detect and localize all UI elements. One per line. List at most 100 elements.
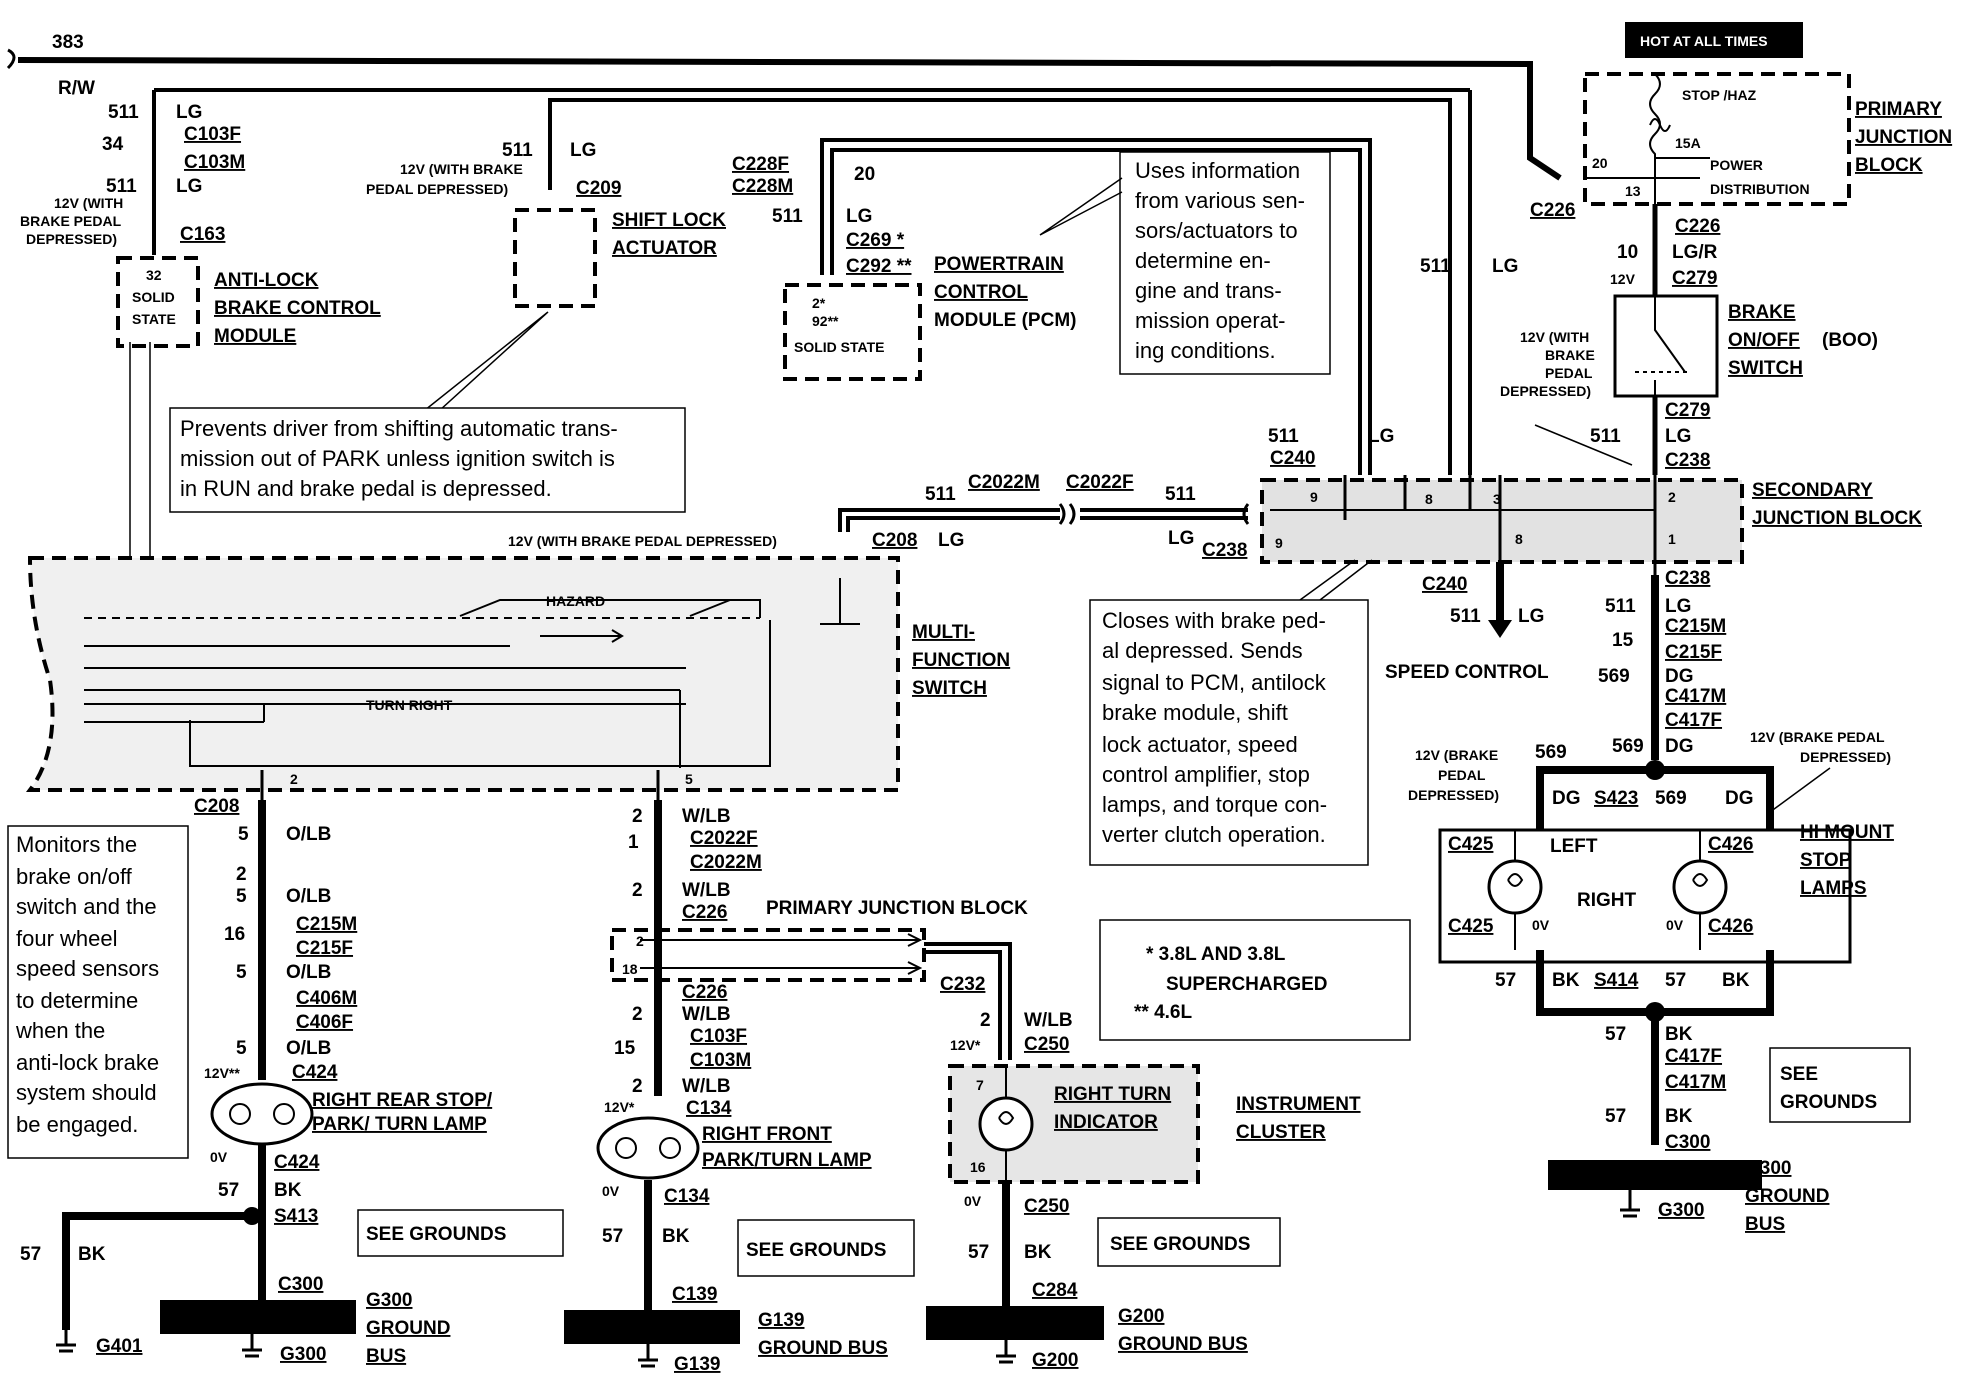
label-pcm-c228m: C228M — [732, 176, 793, 197]
label-primary_junction-distribution: DISTRIBUTION — [1710, 181, 1810, 197]
legend: * 3.8L AND 3.8L SUPERCHARGED ** 4.6L — [1099, 919, 1411, 1041]
label-boo_note-4: lock actuator, speed — [1102, 732, 1298, 757]
label-right_chain-c417m: C417M — [1665, 686, 1726, 707]
label-abs_note-0: Monitors the — [16, 832, 137, 857]
label-pcm_note-5: mission operat- — [1135, 308, 1285, 333]
label-abs-note-0: 12V (WITH — [54, 195, 123, 211]
label-abs_note-9: be engaged. — [16, 1112, 138, 1137]
label-rear_chain-c208: C208 — [194, 796, 239, 817]
label-hmsl-w57a: 57 — [1495, 970, 1516, 991]
label-hmsl-title-2: LAMPS — [1800, 878, 1867, 899]
label-primary_junction-pin13: 13 — [1625, 183, 1641, 199]
label-cluster-g200t-1: GROUND BUS — [1118, 1334, 1248, 1355]
label-mfs-hazard: HAZARD — [546, 593, 605, 609]
instrument-cluster: C232 2 W/LB 12V* C250 7 16 RIGHT TURN IN… — [924, 942, 1361, 1371]
label-rear_chain-w16: 16 — [224, 924, 245, 945]
label-hmsl-w57c: 57 — [1605, 1024, 1626, 1045]
label-conn_row-c2022f: C2022F — [1066, 472, 1134, 493]
label-rear_chain-c300: C300 — [278, 1274, 323, 1295]
label-rear_chain-c424a: C424 — [292, 1062, 338, 1083]
label-speed-lg: LG — [1518, 606, 1544, 627]
front-lamp-chain: 2 W/LB C2022F 1 C2022M 2 W/LB C226 PRIMA… — [564, 800, 1028, 1375]
label-front_chain-w2a: 2 — [632, 806, 643, 827]
label-boo-note-2: PEDAL — [1545, 365, 1593, 381]
label-primary_junction-wire10: 10 — [1617, 242, 1638, 263]
label-conn_row-lg: LG — [938, 530, 964, 551]
label-rear_chain-w5b: 5 — [236, 886, 247, 907]
label-boo_note-5: control amplifier, stop — [1102, 762, 1310, 787]
label-conn_row-w511a: 511 — [925, 484, 956, 505]
label-hmsl-c426b: C426 — [1708, 916, 1753, 937]
label-rear_chain-c406f: C406F — [296, 1012, 353, 1033]
rear-lamp-chain: C208 5 O/LB 2 5 O/LB 16 C215M C215F 5 O/… — [20, 796, 564, 1367]
hmsl-lamps: 12V (BRAKE PEDAL DEPRESSED) 12V (BRAKE P… — [1408, 729, 1911, 1235]
label-rear_chain-c215m: C215M — [296, 914, 357, 935]
label-abs-solid: SOLID — [132, 289, 175, 305]
label-front_chain-w57: 57 — [602, 1226, 623, 1247]
label-abs-title-2: MODULE — [214, 326, 296, 347]
label-secondary-pins-5: 8 — [1515, 531, 1523, 547]
label-secondary-pins-6: 1 — [1668, 531, 1676, 547]
label-hmsl-left_note-2: DEPRESSED) — [1408, 787, 1499, 803]
label-abs-c103f: C103F — [184, 124, 241, 145]
label-pcm_note-3: determine en- — [1135, 248, 1271, 273]
label-secondary-w511a: 511 — [1268, 426, 1299, 447]
label-rear_chain-g401: G401 — [96, 1336, 143, 1357]
label-abs-w34: 34 — [102, 134, 124, 155]
label-hmsl-ov1: 0V — [1532, 917, 1550, 933]
label-top-hot_at_all_times: HOT AT ALL TIMES — [1640, 33, 1768, 49]
c2022-row: 511 C2022M C2022F 511 LG C238 12V (WITH … — [508, 472, 1250, 577]
label-secondary-title-1: JUNCTION BLOCK — [1752, 508, 1922, 529]
label-boo_note-2: signal to PCM, antilock — [1102, 670, 1327, 695]
label-cluster-c250b: C250 — [1024, 1196, 1069, 1217]
label-primary_junction-c226b: C226 — [1675, 216, 1720, 237]
label-cluster-w57: 57 — [968, 1242, 989, 1263]
label-conn_row-c2022m: C2022M — [968, 472, 1040, 493]
label-primary_junction-title-1: JUNCTION — [1855, 127, 1952, 148]
label-rear_chain-olb2: O/LB — [286, 886, 331, 907]
label-front_chain-c103m: C103M — [690, 1050, 751, 1071]
label-primary_junction-v12: 12V — [1610, 271, 1636, 287]
label-boo-title-3: SWITCH — [1728, 358, 1803, 379]
label-shift_lock-note-0: 12V (WITH BRAKE — [400, 161, 523, 177]
label-rear_chain-olb3: O/LB — [286, 962, 331, 983]
label-primary_junction-lgr: LG/R — [1672, 242, 1718, 263]
label-cluster-c250: C250 — [1024, 1034, 1069, 1055]
label-shift_lock-title-0: SHIFT LOCK — [612, 210, 726, 231]
label-hmsl-g300t-0: G300 — [1745, 1158, 1791, 1179]
label-hmsl-s414: S414 — [1594, 970, 1639, 991]
label-hmsl-see-1: GROUNDS — [1780, 1092, 1877, 1113]
label-primary_junction-c279a: C279 — [1672, 268, 1717, 289]
label-abs-lgb: LG — [176, 176, 202, 197]
label-hmsl-right_note-0: 12V (BRAKE PEDAL — [1750, 729, 1885, 745]
label-abs-title-0: ANTI-LOCK — [214, 270, 319, 291]
label-front_chain-pin18: 18 — [622, 961, 638, 977]
label-front_chain-wlb: W/LB — [682, 806, 731, 827]
abs-note: Monitors the brake on/off switch and the… — [7, 342, 189, 1159]
speed-control: C240 511 LG SPEED CONTROL — [1385, 562, 1549, 683]
label-boo-note-1: BRAKE — [1545, 347, 1595, 363]
label-abs-c103m: C103M — [184, 152, 245, 173]
label-secondary-lgc: LG — [1168, 528, 1194, 549]
label-front_chain-c139: C139 — [672, 1284, 717, 1305]
label-abs-pin: 32 — [146, 267, 162, 283]
label-pcm-c228f: C228F — [732, 154, 789, 175]
label-front_chain-c226: C226 — [682, 902, 727, 923]
label-hmsl-bkd: BK — [1665, 1106, 1693, 1127]
label-cluster-g200t-0: G200 — [1118, 1306, 1164, 1327]
label-pcm_note-1: from various sen- — [1135, 188, 1305, 213]
label-rear_chain-c406m: C406M — [296, 988, 357, 1009]
label-cluster-pin16: 16 — [970, 1159, 986, 1175]
label-conn_row-note: 12V (WITH BRAKE PEDAL DEPRESSED) — [508, 533, 777, 549]
label-abs-w511b: 511 — [106, 176, 137, 197]
pcm-note: Uses information from various sen- sors/… — [1039, 151, 1331, 375]
label-rear_chain-olb: O/LB — [286, 824, 331, 845]
label-right_chain-w15: 15 — [1612, 630, 1634, 651]
label-abs-title-1: BRAKE CONTROL — [214, 298, 381, 319]
label-abs_note-5: to determine — [16, 988, 138, 1013]
label-hmsl-left_note-1: PEDAL — [1438, 767, 1486, 783]
label-boo-c238: C238 — [1665, 450, 1710, 471]
rw-label: R/W — [58, 78, 95, 99]
label-front_chain-lamp-1: PARK/TURN LAMP — [702, 1150, 872, 1171]
pcm: C228F C228M 20 511 LG C269 * C292 ** 2* … — [732, 138, 1372, 475]
